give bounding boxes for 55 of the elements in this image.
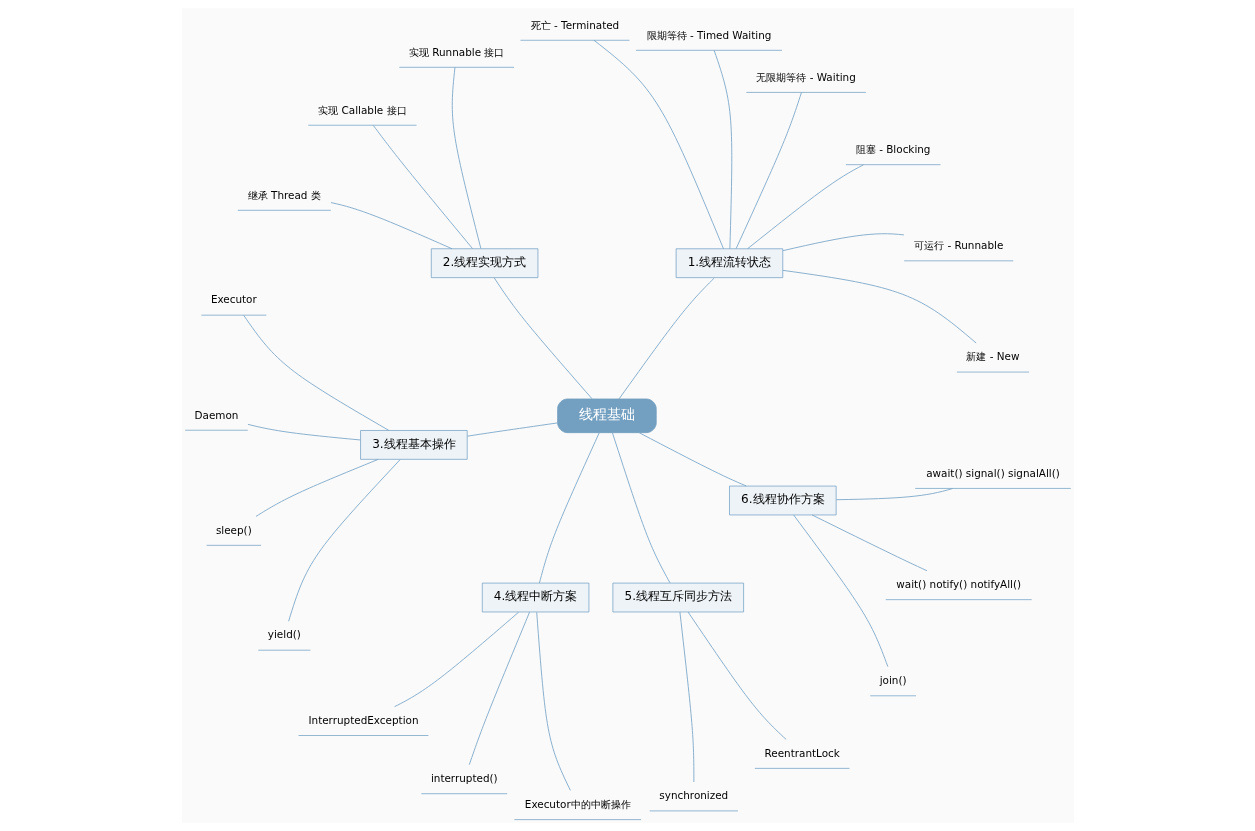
connector	[638, 432, 747, 487]
node-text: 阻塞 - Blocking	[855, 142, 930, 155]
connector	[792, 514, 888, 668]
connector	[242, 314, 389, 431]
node-box: 2.线程实现方式	[430, 248, 538, 279]
node-text: InterruptedException	[307, 713, 419, 726]
connector	[678, 611, 694, 783]
node-text: join()	[879, 674, 907, 687]
connector	[593, 39, 724, 250]
node-text: await() signal() signalAll()	[925, 466, 1060, 479]
node-box: 4.线程中断方案	[481, 582, 589, 613]
node-text: interrupted()	[430, 771, 498, 784]
connector	[781, 269, 977, 344]
node-text: sleep()	[215, 523, 252, 536]
node-text: 可运行 - Runnable	[913, 239, 1003, 252]
node-text: 实现 Runnable 接口	[408, 45, 504, 58]
connector	[330, 202, 452, 250]
node-text: 限期等待 - Timed Waiting	[646, 28, 771, 41]
connector	[466, 422, 558, 437]
node-text: 新建 - New	[965, 350, 1020, 363]
node-text: wait() notify() notifyAll()	[895, 577, 1021, 590]
node-box: 3.线程基本操作	[359, 430, 468, 460]
connector	[782, 233, 904, 252]
node-text: Executor	[210, 293, 257, 306]
connector	[468, 611, 530, 766]
connector	[393, 611, 519, 708]
connector	[493, 277, 592, 400]
connector	[247, 423, 361, 441]
node-box: 线程基础	[556, 398, 657, 434]
connector	[835, 488, 953, 501]
connector	[735, 92, 802, 249]
node-box: 6.线程协作方案	[728, 485, 837, 516]
connector	[287, 459, 401, 622]
connector	[255, 459, 379, 517]
connector	[746, 164, 864, 250]
node-text: synchronized	[658, 789, 728, 802]
connector	[372, 125, 473, 249]
node-text: 死亡 - Terminated	[530, 18, 619, 31]
node-text: yield()	[267, 628, 301, 641]
node-box: 1.线程流转状态	[675, 248, 783, 279]
connector	[451, 66, 481, 249]
connector	[811, 514, 927, 572]
node-text: 实现 Callable 接口	[317, 103, 407, 116]
connector	[611, 432, 670, 584]
connector	[538, 432, 600, 584]
node-text: 继承 Thread 类	[247, 188, 321, 201]
node-text: Daemon	[194, 408, 238, 421]
node-text: Executor中的中断操作	[524, 797, 631, 810]
connector	[618, 277, 715, 400]
node-text: ReentrantLock	[763, 746, 840, 759]
node-text: 无限期等待 - Waiting	[755, 70, 856, 83]
node-box: 5.线程互斥同步方法	[612, 582, 744, 613]
connector	[713, 50, 732, 250]
connector	[535, 611, 571, 791]
connector	[687, 611, 787, 740]
